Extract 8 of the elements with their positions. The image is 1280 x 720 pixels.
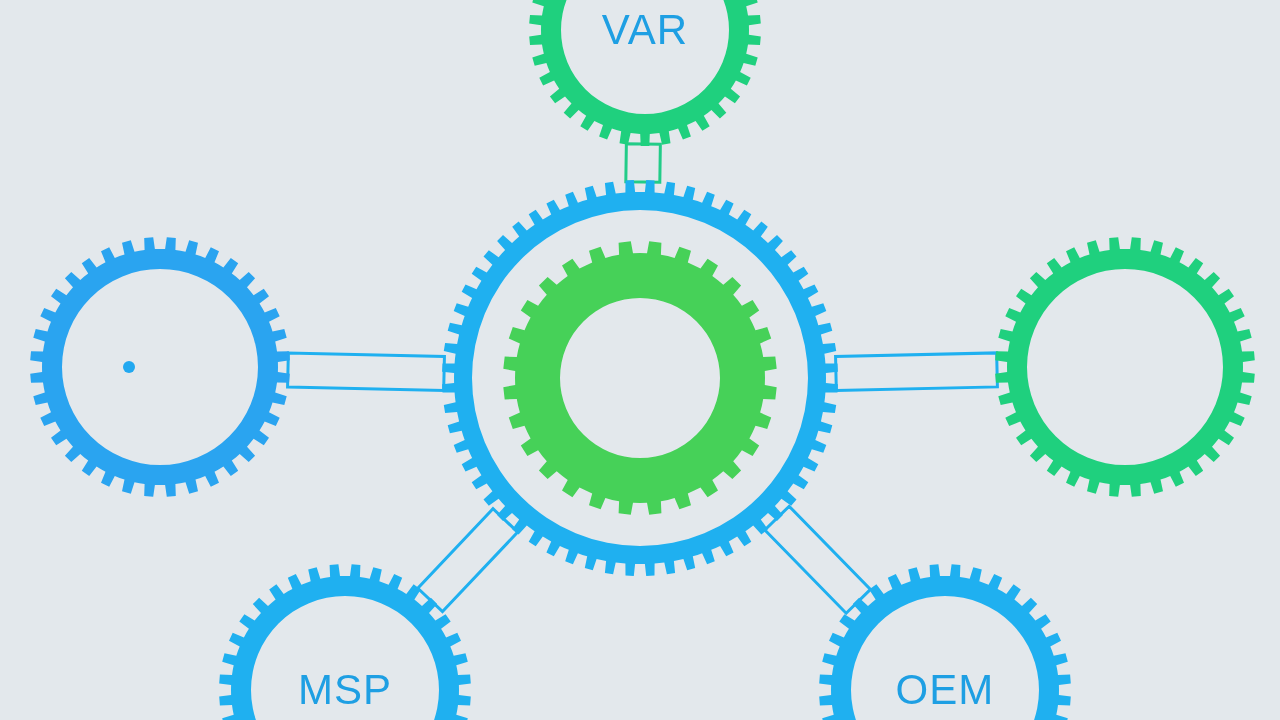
gear-label: MSP xyxy=(297,669,393,711)
gear-label: OEM xyxy=(895,669,995,711)
double-connector xyxy=(415,506,520,614)
gear-label: VAR xyxy=(601,9,689,51)
double-connector xyxy=(762,504,873,616)
double-connector xyxy=(286,351,446,393)
double-connector xyxy=(624,142,662,184)
double-connector xyxy=(834,351,999,393)
